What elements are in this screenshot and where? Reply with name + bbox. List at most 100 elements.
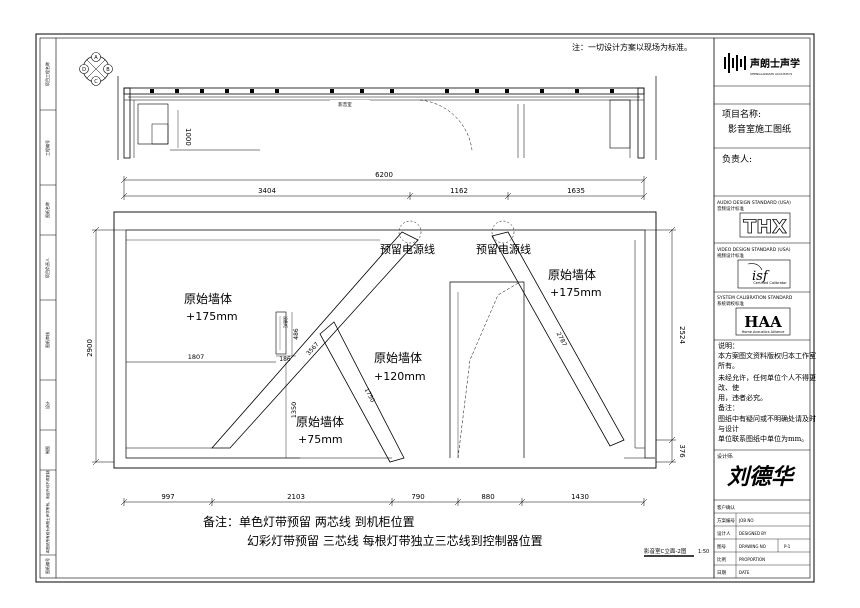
elevation-outer [113, 211, 657, 469]
wall-label: 原始墙体 [374, 351, 422, 365]
haa-logo: HAA [744, 313, 782, 331]
dim-1807: 1807 [188, 353, 205, 361]
calib-std-en: SYSTEM CALIBRATION STANDARD [717, 295, 793, 301]
cabinet-label: 设备柜 [283, 316, 289, 328]
strip-item: 项目负责人 [44, 258, 50, 278]
isf-logo: isf [752, 269, 770, 284]
drawing-scale: 1:50 [698, 549, 709, 555]
svg-text:D: D [82, 67, 86, 73]
brand-logo: 声朗士声学 SHENGLANGSHI ACOUSTICS [724, 53, 800, 76]
row-label: 比例 [717, 556, 726, 563]
svg-text:B: B [106, 67, 110, 73]
designer-label: 设计师: [717, 453, 734, 460]
socket-label: 预留电源线 [476, 242, 531, 256]
project-label: 项目名称: [722, 108, 761, 120]
segment-dim: 1162 [450, 187, 468, 195]
bottom-dim: 790 [411, 493, 424, 501]
strip-item: 制图 [44, 446, 50, 454]
svg-text:C: C [94, 79, 98, 85]
row-label: 图号 [717, 544, 726, 550]
remark-line-1: 备注：单色灯带预留 两芯线 到机柜位置 [203, 514, 415, 529]
bottom-dim: 2103 [287, 493, 305, 501]
calib-std-cn: 系统调校标准 [717, 300, 744, 307]
socket-label: 预留电源线 [380, 242, 435, 256]
cabinet-box [275, 311, 287, 355]
brand-name: 声朗士声学 [749, 57, 800, 70]
bottom-dim: 880 [481, 493, 494, 501]
row-label: 日期 [717, 570, 726, 576]
dim-186: 186 [279, 356, 291, 363]
wall-offset: +120mm [374, 370, 426, 383]
thx-logo: THX [743, 216, 787, 238]
row-label: 设计人 [717, 530, 731, 537]
segment-dim: 3404 [258, 187, 276, 195]
strip-item: 本图纸所有权为声朗士声学所有，未经许可不得复制 [45, 470, 50, 553]
note-line: 所有。 [718, 361, 739, 370]
row-value: DATE [739, 570, 750, 575]
dim-2787: 2787 [555, 331, 568, 348]
dim-1350: 1350 [290, 402, 298, 419]
dim-3567: 3567 [305, 341, 321, 357]
dim-1750: 1750 [363, 387, 376, 404]
height-dim-small: 376 [678, 444, 686, 458]
top-note: 注：一切设计方案以现场为标准。 [572, 42, 692, 52]
left-strip: 项目工程名称 工程编号 图纸名称 项目负责人 图纸审核 设计 制图 本图纸所有权… [40, 62, 56, 574]
designer-signature: 刘德华 [727, 464, 796, 490]
title-block [713, 38, 810, 578]
notes-label: 说明： [718, 341, 739, 350]
audio-std-en: AUDIO DESIGN STANDARD (USA) [717, 200, 791, 206]
wall-offset: +175mm [550, 286, 602, 299]
svg-text:A: A [94, 55, 98, 61]
plan-dimensions [120, 176, 648, 200]
overall-dim: 6200 [375, 171, 393, 179]
strip-item: 图纸编号 [44, 558, 50, 574]
wall-label: 原始墙体 [296, 415, 344, 429]
dim-486: 486 [293, 328, 300, 340]
wall-label: 原始墙体 [548, 268, 596, 282]
project-name: 影音室施工图纸 [728, 123, 791, 135]
strip-item: 工程编号 [44, 140, 50, 156]
plan-room-label: 影音室 [338, 101, 352, 108]
audio-std-cn: 音频设计标准 [717, 205, 744, 212]
strip-item: 图纸名称 [44, 202, 50, 218]
owner-label: 负责人: [722, 153, 752, 165]
elevation-dimensions [92, 226, 676, 466]
row-value: PROPORTION [739, 557, 765, 562]
height-dim-right: 2524 [678, 326, 686, 344]
note-line: 本方案图文资料版权归本工作室 [718, 351, 816, 360]
brand-subtitle: SHENGLANGSHI ACOUSTICS [750, 72, 792, 76]
floor-plan: 1000 影音室 [117, 76, 657, 160]
drawing-title: 影音室C立面-2图 [644, 547, 687, 555]
bottom-dim: 1430 [571, 493, 589, 501]
compass-icon: A B C D [79, 52, 113, 86]
elevation: 设备柜 [113, 211, 657, 469]
outer-frame [35, 33, 815, 583]
wall-offset: +75mm [298, 433, 343, 446]
row-extra: P-1 [784, 544, 791, 549]
wall-offset: +175mm [186, 310, 238, 323]
strip-item: 设计 [44, 401, 50, 409]
video-std-cn: 视频设计标准 [717, 252, 744, 259]
thx-logo-frame [739, 212, 791, 238]
remark-line-2: 幻彩灯带预留 三芯线 每根灯带独立三芯线到控制器位置 [247, 533, 543, 548]
bottom-dimensions [120, 498, 648, 506]
note-line: 与设计 [718, 424, 739, 433]
row-label: 方案编号 [717, 517, 735, 524]
segment-dim: 1635 [567, 187, 585, 195]
isf-logo-sub: Certified Calibrator [753, 281, 787, 285]
bottom-dim: 997 [161, 493, 174, 501]
isf-logo-frame [737, 259, 791, 289]
haa-logo-frame [735, 307, 791, 336]
row-value: DESIGNED BY [739, 531, 767, 536]
video-std-en: VIDEO DESIGN STANDARD (USA) [717, 247, 791, 253]
door-dim: 1000 [184, 128, 192, 146]
row-label: 客户确认 [717, 504, 735, 511]
row-value: JOB NO [738, 518, 753, 523]
strip-item: 项目工程名称 [44, 62, 50, 86]
height-dim-left: 2900 [86, 339, 94, 357]
wall-label: 原始墙体 [184, 292, 232, 306]
note-line: 改、使 [718, 383, 739, 392]
note-line: 图纸中有疑问或不明确处请及时 [718, 414, 816, 423]
note-line: 用，违者必究。 [718, 393, 767, 402]
